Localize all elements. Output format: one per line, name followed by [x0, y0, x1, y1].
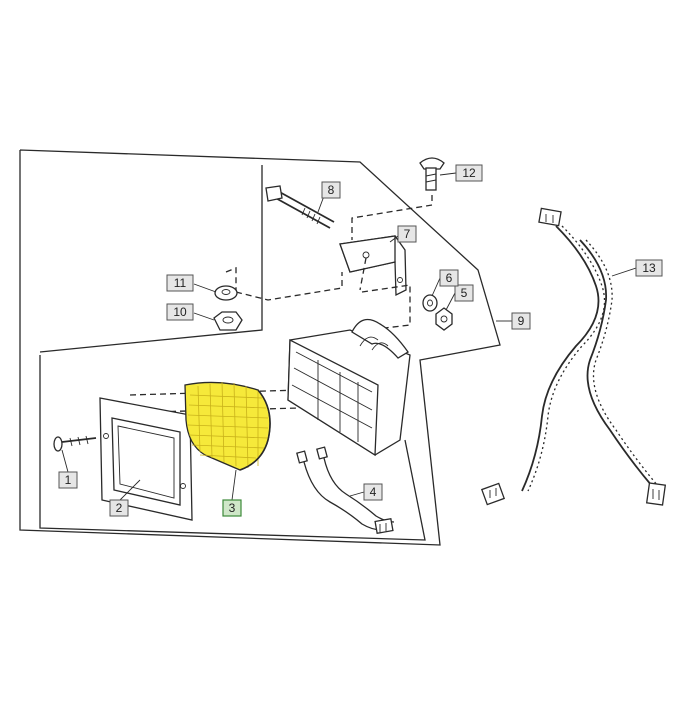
- callout-8[interactable]: 8: [321, 181, 341, 199]
- bezel-frame-part: [99, 397, 193, 521]
- lamp-housing-part: [287, 318, 411, 457]
- callout-6[interactable]: 6: [439, 269, 459, 287]
- upper-boundary: [39, 165, 263, 353]
- inner-boundary: [39, 355, 426, 541]
- leader-lines: [61, 172, 637, 501]
- nut-part: [213, 311, 243, 331]
- callout-11[interactable]: 11: [166, 274, 194, 292]
- callout-9[interactable]: 9: [511, 312, 531, 330]
- dashed-guide-left: [235, 272, 343, 301]
- callout-4[interactable]: 4: [363, 483, 383, 501]
- bracket-part: [339, 235, 407, 297]
- carriage-bolt-part: [419, 157, 445, 191]
- washer-part: [214, 285, 238, 301]
- small-nut-part: [435, 307, 453, 331]
- callout-10[interactable]: 10: [166, 303, 194, 321]
- wiring-lead-part: [296, 446, 395, 535]
- sealed-beam-lens-part: [184, 381, 271, 471]
- screw-part: [53, 435, 97, 452]
- dashed-guide-nut11: [225, 267, 237, 292]
- callout-label: 3: [229, 501, 236, 515]
- callout-2[interactable]: 2: [109, 499, 129, 517]
- callout-5[interactable]: 5: [454, 284, 474, 302]
- lock-washer-part: [422, 294, 438, 312]
- callout-7[interactable]: 7: [397, 225, 417, 243]
- callout-label: 5: [461, 286, 468, 300]
- callout-3[interactable]: 3: [222, 499, 242, 517]
- dashed-guide-upper: [351, 195, 433, 240]
- callout-label: 6: [446, 271, 453, 285]
- callout-label: 8: [328, 183, 335, 197]
- callout-label: 11: [174, 276, 187, 290]
- callout-label: 9: [518, 314, 525, 328]
- callout-label: 1: [65, 473, 72, 487]
- wire-harness-part: [480, 207, 667, 506]
- callout-label: 7: [404, 227, 411, 241]
- bolt-part: [265, 185, 335, 229]
- callout-13[interactable]: 13: [635, 259, 663, 277]
- dashed-guide-right: [361, 284, 411, 331]
- callout-1[interactable]: 1: [58, 471, 78, 489]
- callout-label: 4: [370, 485, 377, 499]
- callout-label: 13: [642, 261, 656, 275]
- callout-label: 10: [173, 305, 187, 319]
- assembly-boundary: [19, 149, 501, 546]
- callout-label: 2: [116, 501, 123, 515]
- callout-label: 12: [462, 166, 476, 180]
- callout-12[interactable]: 12: [455, 164, 483, 182]
